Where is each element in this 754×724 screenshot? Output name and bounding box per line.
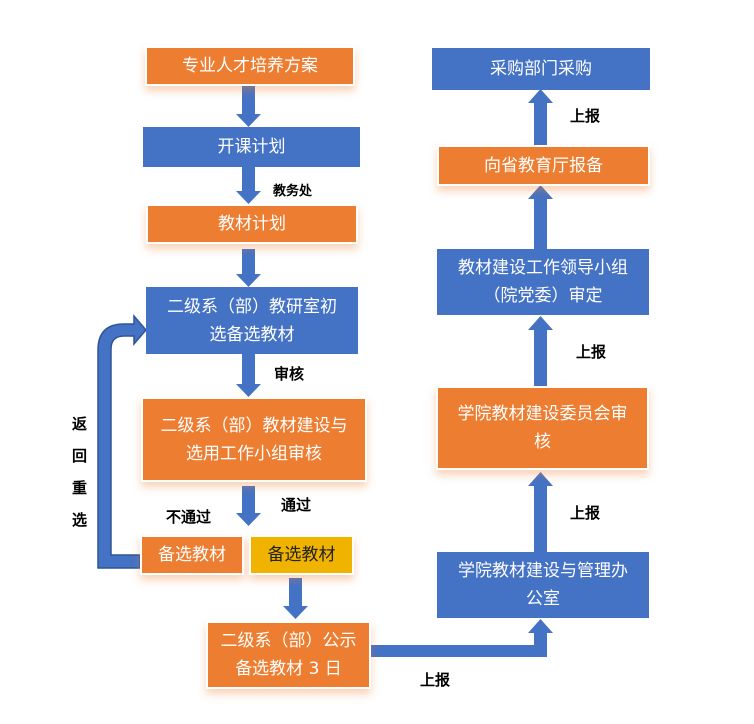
arrow-down-2 — [236, 167, 261, 204]
report-arrow — [370, 619, 553, 657]
dept-review-box: 二级系（部）教材建设与选用工作小组审核 — [141, 397, 367, 482]
arrow-up-4 — [528, 89, 553, 146]
purchase-box: 采购部门采购 — [432, 48, 650, 90]
arrow-down-5 — [236, 486, 261, 526]
pass-label: 通过 — [281, 496, 312, 514]
review-label: 审核 — [274, 365, 305, 383]
leading-group-box: 教材建设工作领导小组（院党委）审定 — [437, 249, 649, 315]
arrow-up-2 — [528, 316, 553, 386]
report-label-2: 上报 — [576, 343, 607, 361]
arrow-down-3 — [236, 249, 261, 287]
talent-plan-box: 专业人才培养方案 — [145, 46, 355, 86]
academic-affairs-label: 教务处 — [273, 184, 313, 199]
candidate-pass-box: 备选教材 — [249, 535, 354, 575]
return-arrow — [97, 313, 147, 569]
office-box: 学院教材建设与管理办公室 — [437, 552, 649, 618]
report-label-1: 上报 — [570, 107, 601, 125]
dept-select-box: 二级系（部）教研室初选备选教材 — [146, 287, 358, 354]
province-box: 向省教育厅报备 — [437, 145, 650, 186]
arrow-up-1 — [528, 472, 553, 552]
report-label-3: 上报 — [570, 504, 601, 522]
arrow-down-6 — [283, 578, 308, 619]
dept-publicity-box: 二级系（部）公示备选教材 3 日 — [206, 621, 371, 689]
arrow-down-1 — [236, 86, 261, 127]
arrow-up-3 — [528, 185, 553, 249]
textbook-plan-box: 教材计划 — [146, 204, 358, 244]
return-label: 返回重选 — [72, 415, 88, 529]
course-plan-box: 开课计划 — [143, 127, 360, 167]
committee-box: 学院教材建设委员会审核 — [436, 386, 649, 470]
fail-label: 不通过 — [166, 508, 212, 526]
candidate-fail-box: 备选教材 — [140, 535, 244, 575]
report-label-4: 上报 — [420, 671, 451, 689]
arrow-down-4 — [236, 354, 261, 397]
